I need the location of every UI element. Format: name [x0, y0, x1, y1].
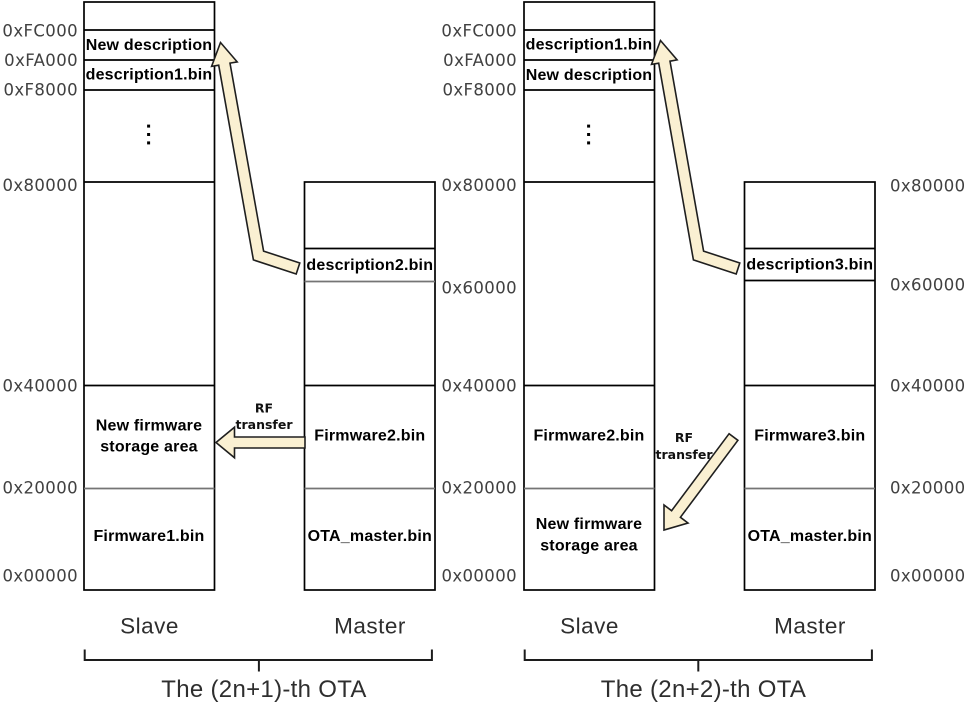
rf-label-left-line1: RF [255, 401, 273, 416]
tick-right-0x20000: 0x20000 [890, 479, 966, 498]
address-ticks-left: 0xFC000 0xFA000 0xF8000 0x80000 0x40000 … [2, 22, 78, 586]
slave2-column-label: Slave [560, 614, 619, 639]
rf-label-right-line2: transfer [656, 447, 714, 462]
tick-left-0xF8000: 0xF8000 [3, 81, 78, 100]
tick-right-0x60000: 0x60000 [890, 276, 966, 295]
rf-transfer-arrow-left [214, 425, 306, 460]
slave1-box-outline [83, 1, 216, 591]
tick-left-0xFC000: 0xFC000 [2, 22, 78, 41]
tick-left-0x20000: 0x20000 [2, 479, 78, 498]
description-transfer-arrow-right [650, 38, 741, 276]
master2-column-label: Master [774, 614, 846, 639]
caption-2n1: The (2n+1)-th OTA [161, 676, 366, 703]
address-ticks-middle: 0xFC000 0xFA000 0xF8000 0x80000 0x60000 … [441, 22, 517, 586]
ellipsis-dot [147, 141, 151, 145]
slave2-box-outline [523, 1, 656, 591]
ellipsis-dot [147, 124, 151, 128]
tick-middle-0x60000: 0x60000 [441, 279, 517, 298]
slave2-new-firmware-line1: New firmware [536, 516, 642, 533]
master1-ota-master-label: OTA_master.bin [308, 528, 432, 545]
slave1-memory-box: New description description1.bin New fir… [83, 1, 216, 591]
slave2-new-description-label: New description [526, 67, 653, 84]
slave2-new-firmware-line2: storage area [540, 538, 638, 555]
brace-left [83, 649, 433, 661]
tick-left-0xFA000: 0xFA000 [4, 51, 78, 70]
tick-middle-0xFC000: 0xFC000 [441, 22, 517, 41]
rf-label-left-line2: transfer [236, 417, 294, 432]
tick-middle-0x40000: 0x40000 [441, 377, 517, 396]
slave1-firmware1-label: Firmware1.bin [93, 528, 204, 545]
slave1-new-firmware-line1: New firmware [96, 418, 202, 435]
panel-2n1: New description description1.bin New fir… [83, 1, 436, 703]
tick-middle-0x80000: 0x80000 [441, 176, 517, 195]
slave2-memory-box: description1.bin New description Firmwar… [523, 1, 656, 591]
caption-2n2: The (2n+2)-th OTA [601, 676, 806, 703]
slave1-column-label: Slave [120, 614, 179, 639]
rf-label-right-line1: RF [675, 430, 693, 445]
slave1-description1-label: description1.bin [86, 67, 213, 84]
address-ticks-right: 0x80000 0x60000 0x40000 0x20000 0x00000 [890, 177, 966, 586]
master2-description3-label: description3.bin [746, 257, 873, 274]
tick-left-0x80000: 0x80000 [2, 176, 78, 195]
ellipsis-dot [587, 133, 591, 136]
master1-firmware2-label: Firmware2.bin [314, 428, 425, 445]
tick-right-0x80000: 0x80000 [890, 177, 966, 196]
brace-right [523, 649, 873, 661]
slave2-firmware2-label: Firmware2.bin [533, 428, 644, 445]
tick-left-0x40000: 0x40000 [2, 377, 78, 396]
slave1-ellipsis-icon [147, 124, 151, 145]
master2-firmware3-label: Firmware3.bin [754, 428, 865, 445]
ellipsis-dot [147, 133, 151, 136]
master2-ota-master-label: OTA_master.bin [748, 528, 872, 545]
slave1-new-description-label: New description [86, 37, 213, 54]
panel-2n2: description1.bin New description Firmwar… [523, 1, 876, 703]
tick-right-0x40000: 0x40000 [890, 377, 966, 396]
slave2-description1-label: description1.bin [526, 37, 653, 54]
master1-memory-box: description2.bin Firmware2.bin OTA_maste… [303, 181, 436, 591]
tick-left-0x00000: 0x00000 [2, 567, 78, 586]
master1-description2-label: description2.bin [306, 257, 433, 274]
tick-middle-0xFA000: 0xFA000 [443, 51, 517, 70]
ellipsis-dot [587, 124, 591, 128]
tick-middle-0xF8000: 0xF8000 [442, 81, 517, 100]
slave1-new-firmware-line2: storage area [100, 439, 198, 456]
ellipsis-dot [587, 141, 591, 145]
master2-memory-box: description3.bin Firmware3.bin OTA_maste… [743, 181, 876, 591]
tick-middle-0x00000: 0x00000 [441, 567, 517, 586]
rf-transfer-arrow-right [663, 432, 740, 532]
master1-column-label: Master [334, 614, 406, 639]
tick-middle-0x20000: 0x20000 [441, 479, 517, 498]
slave2-ellipsis-icon [587, 124, 591, 145]
description-transfer-arrow-left [210, 40, 301, 276]
tick-right-0x00000: 0x00000 [890, 567, 966, 586]
